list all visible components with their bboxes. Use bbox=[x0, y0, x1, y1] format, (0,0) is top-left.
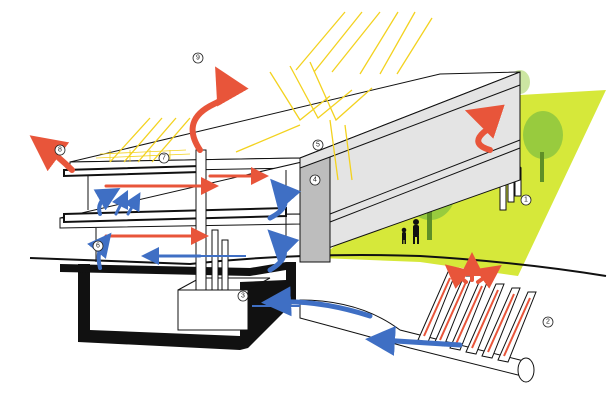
tree-icon bbox=[523, 111, 563, 182]
people-icon bbox=[401, 219, 419, 244]
label-2: 2 bbox=[542, 316, 554, 328]
label-4: 4 bbox=[309, 174, 321, 186]
warm-air-arrow-icon bbox=[29, 66, 505, 289]
label-5: 5 bbox=[312, 139, 324, 151]
label-1-text: 1 bbox=[524, 197, 528, 204]
label-3: 3 bbox=[237, 290, 249, 302]
label-6-text: 6 bbox=[96, 243, 100, 250]
label-8-text: 8 bbox=[58, 147, 62, 154]
label-9-text: 9 bbox=[196, 55, 200, 62]
label-8: 8 bbox=[54, 144, 66, 156]
pipe-warm-flow bbox=[423, 277, 531, 357]
label-5-text: 5 bbox=[316, 142, 320, 149]
cool-air-secondary bbox=[160, 255, 300, 307]
label-2-text: 2 bbox=[546, 319, 550, 326]
label-6: 6 bbox=[92, 240, 104, 252]
label-7: 7 bbox=[158, 152, 170, 164]
basement bbox=[60, 262, 296, 350]
vertical-duct bbox=[195, 149, 229, 291]
roof-panel bbox=[95, 149, 191, 162]
label-9: 9 bbox=[192, 52, 204, 64]
label-3-text: 3 bbox=[241, 293, 245, 300]
label-1: 1 bbox=[520, 194, 532, 206]
ground-line bbox=[29, 254, 607, 277]
label-7-text: 7 bbox=[162, 155, 166, 162]
ground-pipe-icon bbox=[299, 271, 537, 383]
label-4-text: 4 bbox=[313, 177, 317, 184]
